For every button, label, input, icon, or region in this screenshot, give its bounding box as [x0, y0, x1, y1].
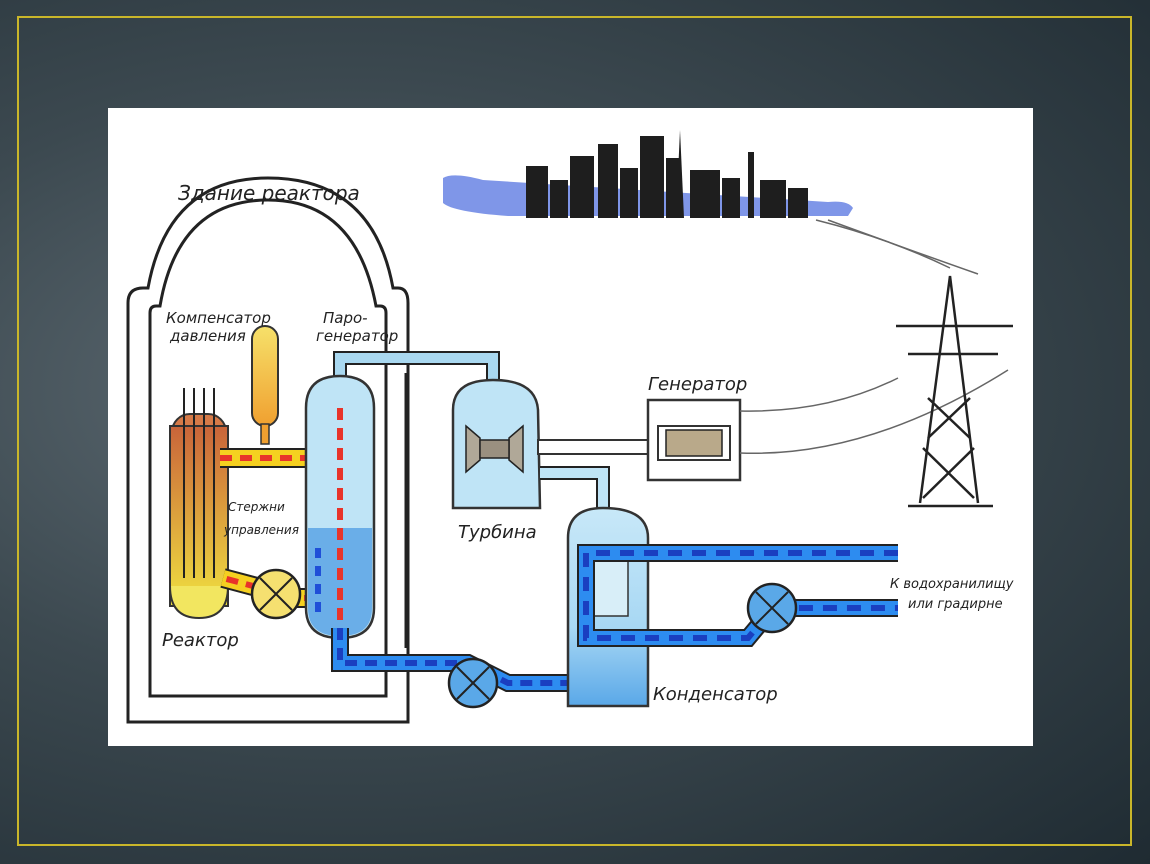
power-line-1	[739, 377, 899, 412]
reactor-building-outline	[126, 176, 410, 724]
power-line-2	[739, 369, 1009, 455]
label-control-rods-2: управления	[223, 523, 299, 537]
pressure-compensator	[251, 325, 279, 427]
cooling-pump-icon	[746, 582, 798, 634]
label-turbine: Турбина	[458, 522, 537, 543]
city-skyline-icon	[443, 130, 853, 218]
npp-diagram: Здание реактора Компенсатор давления Пар…	[126, 130, 1014, 724]
turbine-icon	[451, 378, 542, 510]
label-control-rods-1: Стержни	[228, 500, 285, 514]
label-steam-generator-2: генератор	[316, 327, 398, 345]
turbine-shaft	[537, 439, 657, 455]
label-steam-generator-1: Паро-	[323, 309, 368, 327]
reactor-vessel	[169, 388, 229, 620]
label-reactor: Реактор	[162, 630, 239, 651]
label-to-reservoir-2: или градирне	[908, 597, 1003, 612]
slide-frame	[17, 16, 1132, 846]
pump-icon	[250, 568, 302, 620]
label-reactor-building: Здание реактора	[178, 181, 360, 205]
label-condenser: Конденсатор	[653, 684, 778, 705]
steam-generator	[304, 374, 376, 640]
power-tower-icon	[896, 275, 1013, 508]
feed-pump-icon	[447, 657, 499, 709]
label-generator: Генератор	[648, 374, 747, 395]
label-pressure-compensator-2: давления	[169, 327, 246, 345]
generator-icon	[646, 398, 742, 482]
label-to-reservoir-1: К водохранилищу	[890, 577, 1014, 592]
npp-diagram-panel: Здание реактора Компенсатор давления Пар…	[108, 108, 1033, 746]
reactor-building-inner	[148, 198, 388, 698]
label-pressure-compensator-1: Компенсатор	[166, 309, 271, 327]
